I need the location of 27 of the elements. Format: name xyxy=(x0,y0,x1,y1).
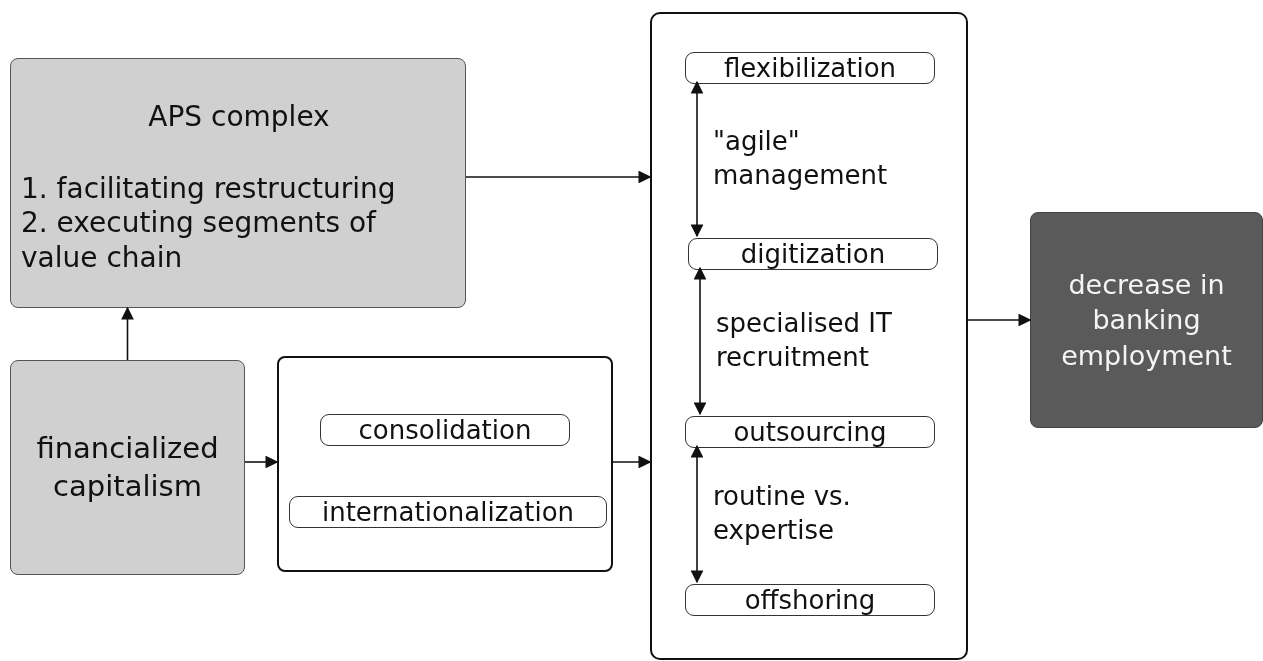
list-item: 1. facilitating restructuring xyxy=(21,171,397,206)
step-box: digitization xyxy=(688,238,938,270)
edge-label: "agile" management xyxy=(713,125,889,192)
box-label: financialized capitalism xyxy=(35,429,220,505)
group-box xyxy=(277,356,613,572)
step-box: flexibilization xyxy=(685,52,935,84)
arrow xyxy=(967,313,1032,327)
concept-box xyxy=(1030,212,1263,428)
box-title: APS complex xyxy=(147,99,331,134)
arrow xyxy=(121,306,134,361)
edge-label: routine vs. expertise xyxy=(713,480,852,547)
list-item: 2. executing segments of value chain xyxy=(21,205,378,275)
double-arrow xyxy=(690,80,704,238)
double-arrow xyxy=(693,266,707,416)
concept-box xyxy=(10,58,466,308)
step-box: offshoring xyxy=(685,584,935,616)
step-box: consolidation xyxy=(320,414,570,446)
arrow xyxy=(612,455,652,469)
step-box: internationalization xyxy=(289,496,607,528)
edge-label: specialised IT recruitment xyxy=(716,307,893,374)
double-arrow xyxy=(690,444,704,584)
concept-box xyxy=(10,360,245,575)
arrow xyxy=(465,170,652,184)
box-label: decrease in banking employment xyxy=(1060,268,1233,373)
arrow xyxy=(244,455,279,469)
group-box xyxy=(650,12,968,660)
step-box: outsourcing xyxy=(685,416,935,448)
